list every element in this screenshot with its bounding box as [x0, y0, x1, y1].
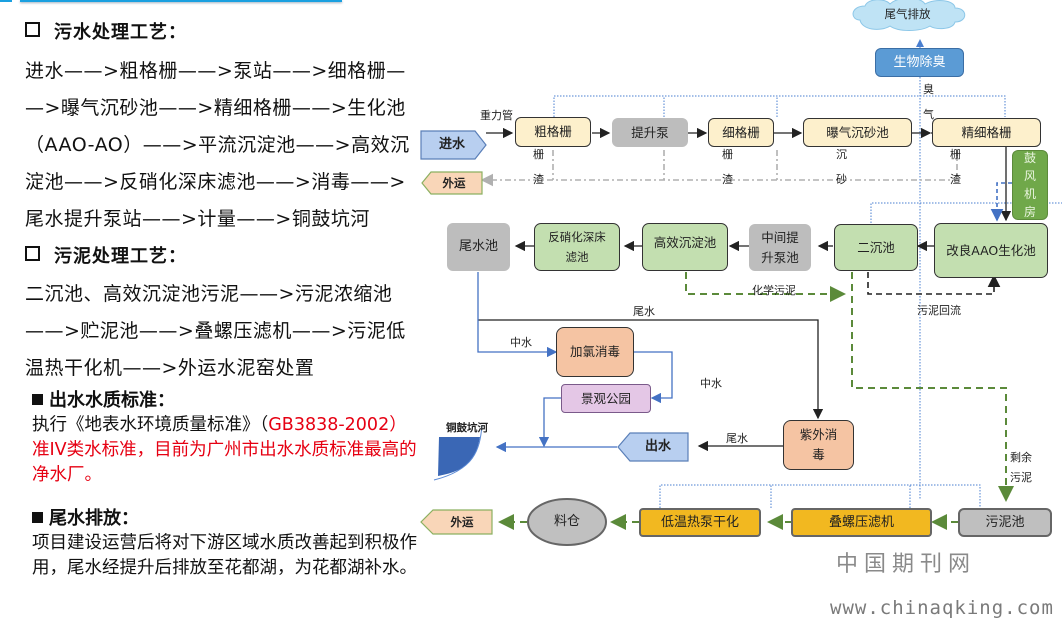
denitrification-filter-box: 反硝化深床滤池 [534, 223, 620, 271]
sewage-line-4: 淀池——>反硝化深床滤池——>消毒——> [25, 171, 406, 193]
flow-tail-reclaimed [477, 272, 558, 358]
coarse-screen-box: 粗格栅 [515, 117, 591, 147]
river-label: 铜鼓坑河 [446, 422, 488, 434]
aerated-grit-chamber-box: 曝气沉砂池 [803, 118, 912, 147]
watermark-cn: 中国期刊网 [836, 552, 977, 577]
high-efficiency-settling-box: 高效沉淀池 [642, 223, 728, 271]
flow-tail-to-uv [478, 319, 824, 420]
sewage-process-heading: 污水处理工艺： [25, 18, 187, 44]
flow-blower-air [990, 182, 1012, 222]
exhaust-cloud: 尾气排放 [884, 7, 931, 21]
silo-shape [527, 498, 607, 546]
odor-box-mid [870, 202, 1062, 223]
flow-chlorine-to-park [634, 351, 673, 404]
sludge-heading-text: 污泥处理工艺： [54, 246, 187, 267]
stacked-screw-press-box: 叠螺压滤机 [791, 508, 932, 537]
outlet-node: 出水 [644, 439, 671, 454]
flow-solids-return [480, 150, 958, 187]
sewage-line-5: 尾水提升泵站——>计量——>铜鼓坑河 [25, 208, 370, 230]
sludge-return-label: 污泥回流 [917, 304, 961, 317]
odor-collection-lines [553, 39, 1062, 508]
outbound-bottom-node: 外运 [450, 515, 474, 529]
tail-water-pool-box: 尾水池 [447, 223, 510, 271]
header-accent-bar [20, 0, 342, 2]
reclaimed-water-label-2: 中水 [700, 377, 722, 390]
landscape-park-box: 景观公园 [561, 384, 651, 413]
effluent-standard-text: 执行《地表水环境质量标准》（GB3838-2002）准IV类水标准，目前为广州市… [32, 413, 417, 488]
outbound-bottom-shape [420, 509, 493, 535]
inlet-arrow-shape [420, 130, 487, 160]
sludge-line-3: 温热干化机——>外运水泥窑处置 [25, 357, 315, 379]
sewage-heading-text: 污水处理工艺： [54, 22, 187, 43]
effluent-standard-heading: 出水水质标准： [32, 386, 175, 412]
chemical-sludge-label: 化学污泥 [752, 284, 796, 297]
secondary-clarifier-box: 二沉池 [834, 224, 918, 271]
lift-pump-box: 提升泵 [612, 118, 688, 147]
tail-water-label-2: 尾水 [726, 432, 748, 445]
tail-water-label-1: 尾水 [633, 305, 655, 318]
outlet-shape [617, 432, 689, 462]
header-accent-left [0, 0, 12, 2]
sewage-line-2: —>曝气沉砂池——>精细格栅——>生化池 [25, 97, 406, 119]
sewage-line-3: （AAO-AO）——>平流沉淀池——>高效沉 [25, 134, 410, 156]
flow-connectors [420, 0, 1062, 546]
checkbox-bullet-icon [25, 22, 40, 37]
square-bullet-icon [32, 512, 43, 523]
chlorination-box: 加氯消毒 [556, 327, 634, 377]
low-temp-dryer-box: 低温热泵干化 [639, 508, 761, 537]
outbound-top-node: 外运 [442, 176, 466, 190]
flow-park-to-river [538, 397, 566, 448]
flow-excess-sludge [851, 272, 1014, 502]
grit-label: 沉砂 [836, 148, 847, 186]
discharge-text: 项目建设运营后将对下游区域水质改善起到积极作用，尾水经提升后排放至花都湖，为花都… [32, 533, 417, 578]
cloud-icon [852, 0, 966, 31]
gravity-pipe-label: 重力管 [480, 109, 513, 122]
silo-node: 料仓 [553, 514, 580, 529]
process-flow-diagram: 尾气排放 生物除臭 进水 外运 粗格栅 提升泵 细格栅 曝气沉砂池 精细格栅 鼓… [420, 0, 1062, 621]
ultra-fine-screen-box: 精细格栅 [932, 118, 1041, 147]
watermark-url: www.chinaqking.com [830, 597, 1054, 619]
inlet-node: 进水 [438, 137, 465, 152]
outbound-top-shape [421, 171, 483, 195]
flow-sludge-return [867, 272, 1001, 295]
odor-label: 臭气 [923, 83, 934, 121]
fine-screen-box: 细格栅 [708, 118, 774, 147]
sludge-pool-box: 污泥池 [958, 508, 1052, 537]
effluent-text-red: GB3838-2002）准IV类水标准，目前为广州市出水水质标准最高的净水厂。 [32, 415, 417, 485]
blower-room-box: 鼓风机房 [1012, 150, 1048, 220]
reclaimed-water-label-1: 中水 [510, 336, 532, 349]
discharge-heading-text: 尾水排放： [49, 508, 139, 529]
effluent-text-black: 执行《地表水环境质量标准》（ [32, 415, 269, 435]
process-description-panel: 污水处理工艺： 进水——>粗格栅——>泵站——>细格栅— —>曝气沉砂池——>精… [0, 0, 420, 621]
odor-bottom [659, 484, 981, 508]
square-bullet-icon [32, 394, 43, 405]
screenings-label-1: 栅渣 [533, 148, 544, 186]
river-bank-icon [433, 424, 483, 481]
discharge-heading: 尾水排放： [32, 504, 139, 530]
bio-deodorization-box: 生物除臭 [875, 48, 964, 77]
odor-line-top [553, 95, 1006, 117]
screenings-label-2: 栅渣 [722, 148, 733, 186]
uv-disinfection-box: 紫外消毒 [783, 420, 854, 470]
aao-bioreactor-box: 改良AAO生化池 [934, 223, 1048, 278]
sludge-line-2: ——>贮泥池——>叠螺压滤机——>污泥低 [25, 320, 406, 342]
checkbox-bullet-icon [25, 246, 40, 261]
effluent-heading-text: 出水水质标准： [49, 390, 175, 411]
river-icon [438, 437, 480, 476]
sludge-process-heading: 污泥处理工艺： [25, 242, 187, 268]
excess-sludge-label: 剩余污泥 [1010, 451, 1032, 484]
sewage-line-1: 进水——>粗格栅——>泵站——>细格栅— [25, 60, 406, 82]
screenings-label-3: 栅渣 [950, 148, 961, 186]
sludge-line-1: 二沉池、高效沉淀池污泥——>污泥浓缩池 [25, 283, 393, 305]
intermediate-lift-pump-box: 中间提升泵池 [749, 224, 811, 271]
